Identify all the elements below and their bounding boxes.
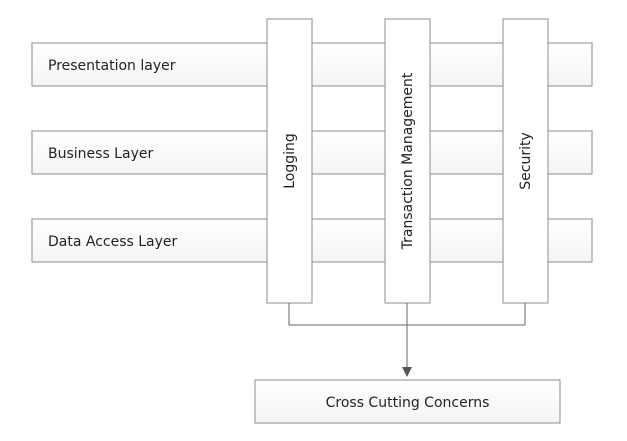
concern-logging-box bbox=[266, 18, 313, 304]
connector bbox=[288, 303, 526, 377]
concern-transaction-management-box bbox=[384, 18, 431, 304]
layer-presentation-label: Presentation layer bbox=[48, 58, 176, 74]
layer-data-access-label: Data Access Layer bbox=[48, 234, 178, 250]
cross-cutting-concerns-box: Cross Cutting Concerns bbox=[254, 379, 561, 424]
concern-security: Security bbox=[502, 18, 549, 304]
concern-logging: Logging bbox=[266, 18, 313, 304]
concern-transaction-management: Transaction Management bbox=[384, 18, 431, 304]
layer-business-label: Business Layer bbox=[48, 146, 153, 162]
concern-logging-label: Logging bbox=[282, 133, 298, 189]
concern-security-label: Security bbox=[518, 132, 534, 190]
concern-security-box bbox=[502, 18, 549, 304]
cross-cutting-concerns-label: Cross Cutting Concerns bbox=[326, 395, 490, 411]
cross-cutting-concerns-rect bbox=[254, 379, 561, 424]
concern-transaction-management-label: Transaction Management bbox=[400, 72, 416, 250]
